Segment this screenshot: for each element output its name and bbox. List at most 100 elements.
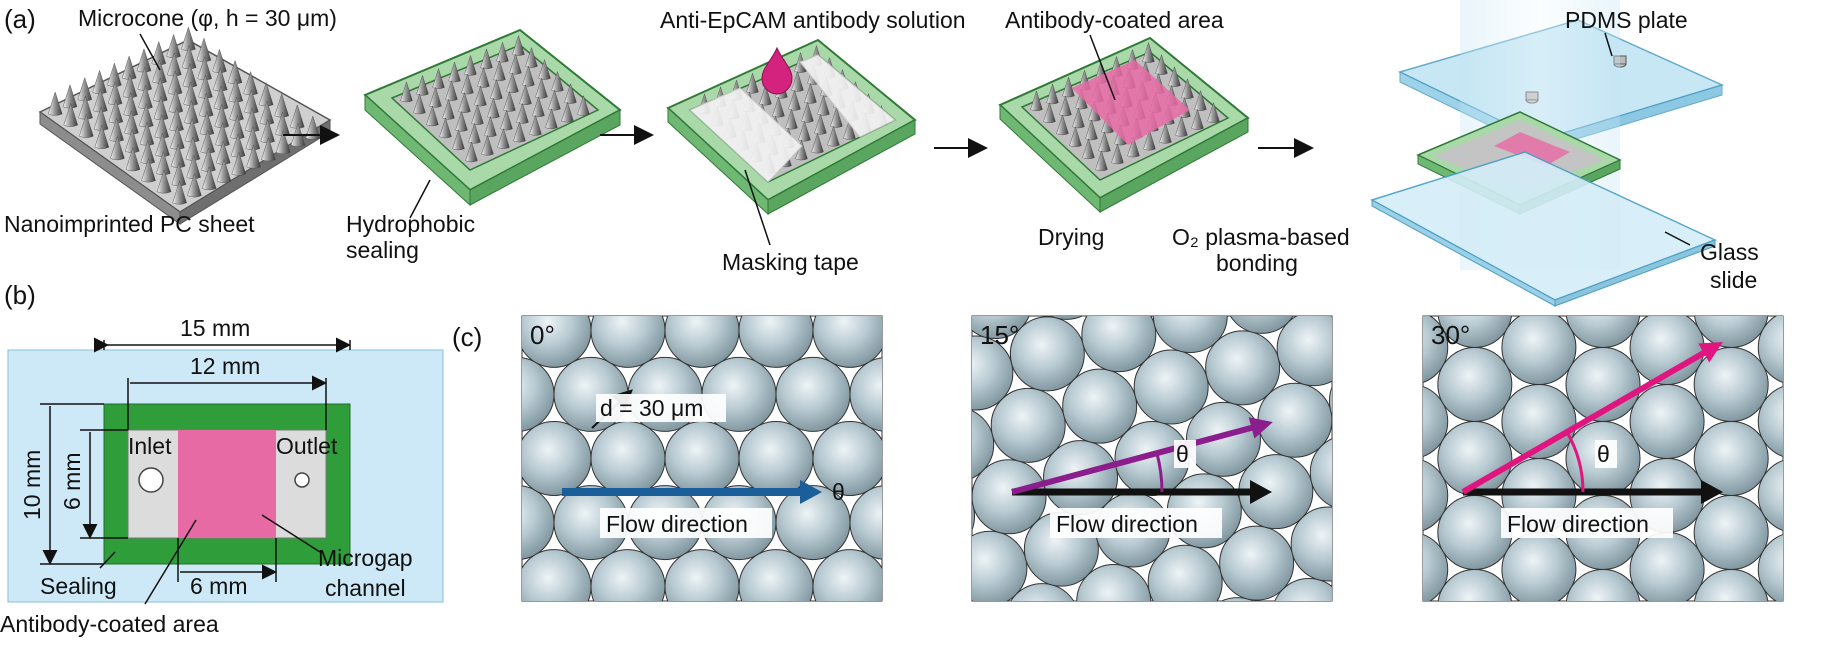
- flow-direction-label: Flow direction: [1056, 511, 1198, 537]
- microcone: [1075, 88, 1088, 110]
- microcone-top: [972, 410, 995, 479]
- microcone: [305, 115, 321, 140]
- flow-direction-label: Flow direction: [1507, 511, 1649, 537]
- inlet-hole: [138, 467, 164, 493]
- microcone: [480, 48, 493, 70]
- masked-sheet: [666, 38, 917, 216]
- bonding-label-line1: O₂ plasma-based: [1172, 224, 1350, 250]
- microcone: [532, 96, 545, 118]
- microcone: [1207, 102, 1220, 123]
- angle-label: 30°: [1431, 320, 1470, 350]
- outlet-label: Outlet: [276, 433, 338, 459]
- microcone: [429, 86, 442, 108]
- microcone: [817, 94, 830, 116]
- microcone: [79, 113, 94, 138]
- microcone: [413, 93, 426, 115]
- microcone: [474, 85, 487, 107]
- antibody-droplet: [761, 46, 793, 95]
- dim-10mm: 10 mm: [19, 450, 45, 520]
- dim-6mm-horizontal: 6 mm: [190, 573, 248, 599]
- pdms-pointer: [1604, 32, 1613, 57]
- microcone: [187, 172, 202, 198]
- panel-a-tag: (a): [4, 4, 36, 34]
- microcone: [746, 72, 759, 94]
- microcone: [481, 134, 494, 156]
- coated-pointer: [1089, 34, 1116, 101]
- microcone-top: [1309, 438, 1332, 507]
- angle-label: 0°: [530, 320, 555, 350]
- microcone-top: [1565, 316, 1641, 348]
- microcone: [516, 102, 529, 124]
- microcone: [468, 122, 481, 144]
- microcone: [512, 34, 525, 56]
- microcone: [477, 66, 490, 88]
- glass-pointer: [1664, 231, 1691, 246]
- microcone: [445, 80, 458, 101]
- microcone: [94, 124, 110, 149]
- microcone-top: [1437, 495, 1513, 570]
- microcone-top: [1219, 525, 1295, 601]
- microcone: [497, 128, 510, 149]
- microcone-top: [1693, 347, 1769, 422]
- microcone: [538, 58, 551, 80]
- microcone-top: [1010, 583, 1075, 601]
- masking-tape-left: [689, 87, 803, 183]
- antibody-coated-region: [1072, 60, 1190, 145]
- microcone-top: [812, 421, 882, 496]
- bonding-label-line2: bonding: [1216, 250, 1298, 276]
- microcone-top: [522, 357, 555, 432]
- microcone-top: [1328, 386, 1332, 416]
- microcone-top: [738, 316, 814, 368]
- sealing-label-line2: sealing: [346, 237, 419, 263]
- microcone: [548, 89, 561, 111]
- antibody-solution-label: Anti-EpCAM antibody solution: [660, 7, 966, 33]
- microcone: [785, 108, 798, 130]
- microcone: [791, 70, 804, 92]
- microcone-top: [1757, 316, 1783, 383]
- angle-label: 15°: [980, 320, 1019, 350]
- microcone-top: [1629, 532, 1705, 601]
- microcone: [416, 74, 429, 96]
- microcone: [1143, 129, 1156, 151]
- microcone: [487, 97, 500, 119]
- microcone-top: [849, 485, 882, 560]
- microcone: [522, 65, 535, 87]
- microcone: [513, 121, 526, 143]
- microcone-top: [590, 421, 666, 496]
- microcone: [1056, 114, 1069, 136]
- glass-label-line2: slide: [1710, 267, 1757, 293]
- pdms-label: PDMS plate: [1565, 7, 1688, 33]
- microcone: [1168, 66, 1181, 87]
- outlet-hole: [294, 472, 310, 488]
- microcone-top: [812, 316, 882, 368]
- microcone-top: [522, 421, 592, 496]
- spacing-label: d = 30 μm: [600, 395, 703, 421]
- coated-area-label: Antibody-coated area: [1005, 7, 1224, 33]
- microcone-top: [590, 316, 666, 368]
- microcone-top: [849, 357, 882, 432]
- microcone-top: [1076, 563, 1152, 601]
- dim-15mm: 15 mm: [180, 315, 250, 341]
- sealed-sheet: [363, 28, 622, 207]
- microcone: [1082, 138, 1095, 160]
- glass-slide: [1370, 151, 1717, 301]
- microcone: [216, 158, 232, 183]
- microcone-top: [1437, 316, 1512, 348]
- microcone: [246, 144, 261, 169]
- microcone: [506, 72, 519, 94]
- microcone: [545, 108, 558, 130]
- inlet-label: Inlet: [128, 433, 172, 459]
- theta-label: θ: [832, 479, 845, 505]
- microcone: [400, 81, 413, 103]
- microcone: [519, 84, 532, 106]
- microcone: [577, 94, 590, 116]
- microcone: [1088, 100, 1101, 122]
- microcone-top: [1629, 384, 1705, 459]
- masking-pointer: [744, 169, 771, 246]
- microcone: [801, 101, 814, 123]
- microcone-top: [738, 549, 814, 601]
- microcone: [500, 109, 513, 131]
- microcone-top: [1205, 330, 1281, 406]
- antibody-area-label: Antibody-coated area: [0, 611, 219, 637]
- microcone-top: [972, 316, 1030, 340]
